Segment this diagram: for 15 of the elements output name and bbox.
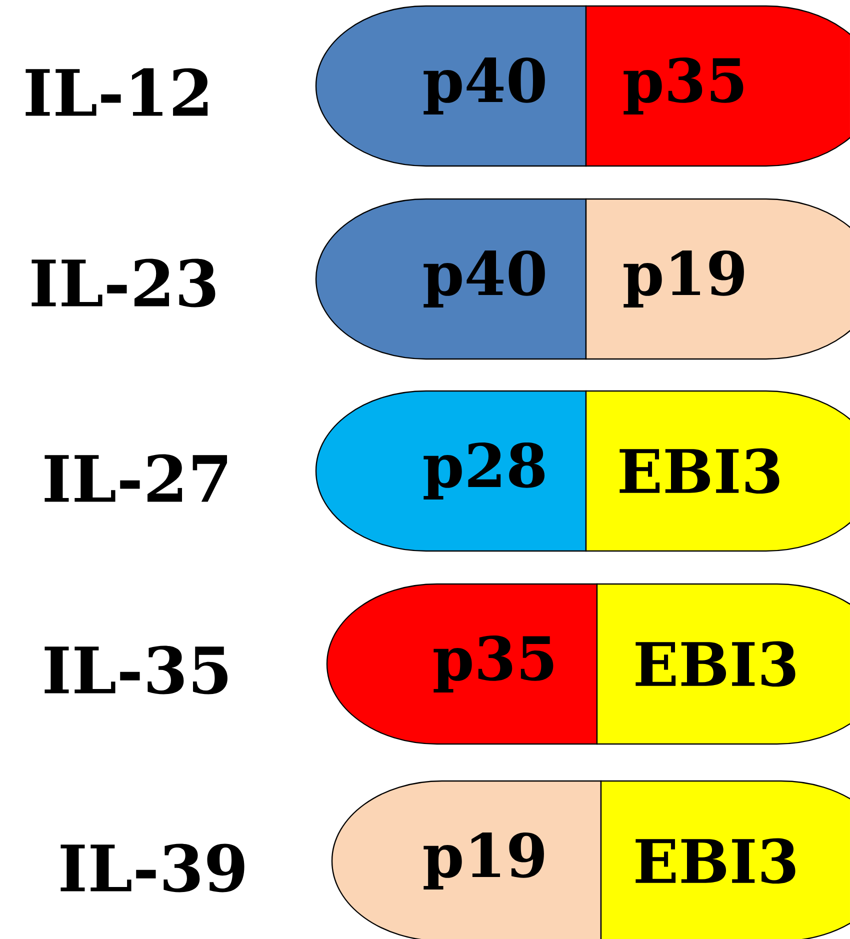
cytokine-label: IL-23	[32, 258, 216, 308]
cytokine-label: IL-35	[44, 646, 228, 694]
capsule-half: p40	[315, 5, 587, 167]
cytokine-label: IL-12	[26, 68, 208, 116]
capsule-half: p28	[315, 390, 587, 552]
cytokine-label: IL-39	[60, 844, 244, 892]
capsule-half: p19	[331, 780, 602, 939]
capsule-half: EBI3	[585, 390, 850, 552]
capsule-half: p40	[315, 198, 587, 360]
capsule-half: EBI3	[600, 780, 850, 939]
capsule-half: p19	[585, 198, 850, 360]
capsule-half: p35	[326, 583, 598, 745]
capsule-half: p35	[585, 5, 850, 167]
cytokine-label: IL-27	[44, 454, 227, 502]
capsule-half: EBI3	[596, 583, 850, 745]
